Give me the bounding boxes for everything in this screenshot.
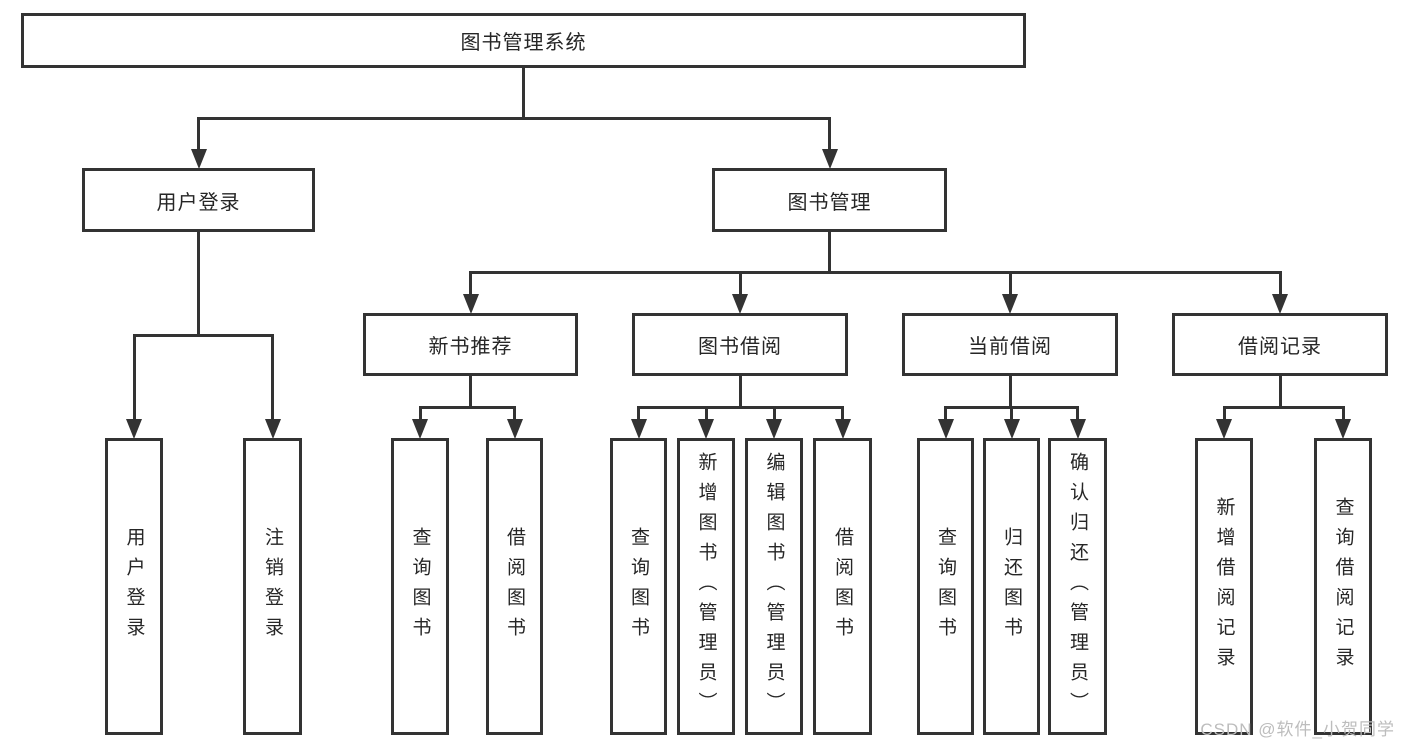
diagram-node-label: 查询图书 — [628, 526, 649, 647]
arrowhead-icon — [1002, 294, 1018, 314]
connector-segment — [772, 407, 776, 424]
connector-segment — [197, 116, 831, 120]
diagram-node-leaf-logout: 注销登录 — [243, 438, 302, 735]
connector-segment — [469, 270, 1282, 274]
connector-segment — [1008, 272, 1012, 299]
connector-segment — [513, 407, 516, 424]
diagram-node-label: 查询借阅记录 — [1332, 496, 1354, 677]
diagram-node-label: 编辑图书（管理员） — [763, 451, 785, 722]
diagram-node-label: 当前借阅 — [968, 336, 1052, 358]
arrowhead-icon — [834, 419, 851, 439]
connector-segment — [1278, 376, 1282, 409]
diagram-node-bb-query: 查询图书 — [610, 438, 667, 735]
diagram-node-label: 借阅记录 — [1238, 336, 1322, 358]
diagram-node-root: 图书管理系统 — [21, 13, 1026, 68]
arrowhead-icon — [821, 149, 838, 169]
diagram-node-label: 图书管理系统 — [460, 32, 587, 54]
connector-segment — [704, 407, 708, 424]
connector-segment — [271, 335, 274, 424]
connector-segment — [944, 407, 947, 424]
arrowhead-icon — [126, 419, 142, 439]
diagram-node-book-borrow: 图书借阅 — [632, 313, 848, 376]
diagram-node-label: 确认归还（管理员） — [1067, 451, 1088, 722]
connector-segment — [828, 232, 831, 274]
arrowhead-icon — [1069, 419, 1086, 439]
arrowhead-icon — [1272, 294, 1288, 314]
connector-segment — [841, 407, 844, 424]
diagram-node-label: 用户登录 — [123, 526, 145, 647]
diagram-node-bb-add: 新增图书（管理员） — [677, 438, 735, 735]
arrowhead-icon — [1335, 419, 1351, 439]
arrowhead-icon — [190, 149, 207, 169]
connector-segment — [132, 333, 274, 337]
diagram-node-cb-return: 归还图书 — [983, 438, 1040, 735]
diagram-node-bb-edit: 编辑图书（管理员） — [745, 438, 803, 735]
connector-segment — [1008, 376, 1012, 409]
watermark: CSDN @软件_小贺同学 — [1200, 720, 1395, 739]
connector-segment — [828, 118, 831, 154]
diagram-node-label: 借阅图书 — [504, 526, 525, 647]
arrowhead-icon — [412, 419, 428, 439]
diagram-node-label: 查询图书 — [409, 526, 431, 647]
connector-segment — [1222, 407, 1226, 424]
arrowhead-icon — [264, 419, 281, 439]
arrowhead-icon — [506, 419, 523, 439]
connector-segment — [1341, 407, 1345, 424]
diagram-node-user-login: 用户登录 — [82, 168, 315, 232]
connector-segment — [637, 405, 844, 409]
diagram-node-label: 归还图书 — [1001, 526, 1022, 647]
arrowhead-icon — [1003, 419, 1020, 439]
connector-segment — [738, 376, 742, 409]
diagram-node-br-query: 查询借阅记录 — [1314, 438, 1372, 735]
connector-segment — [637, 407, 640, 424]
diagram-node-nb-query: 查询图书 — [391, 438, 449, 735]
diagram-node-nb-borrow: 借阅图书 — [486, 438, 543, 735]
arrowhead-icon — [1216, 419, 1232, 439]
diagram-node-new-book-rec: 新书推荐 — [363, 313, 578, 376]
connector-segment — [469, 272, 472, 299]
diagram-node-bb-borrow: 借阅图书 — [813, 438, 872, 735]
connector-segment — [1222, 405, 1345, 409]
connector-segment — [132, 335, 136, 424]
diagram-node-cb-confirm: 确认归还（管理员） — [1048, 438, 1107, 735]
connector-segment — [522, 68, 525, 120]
diagram-node-label: 用户登录 — [156, 191, 241, 214]
diagram-node-borrow-records: 借阅记录 — [1172, 313, 1388, 376]
arrowhead-icon — [766, 419, 782, 439]
diagram-node-label: 注销登录 — [262, 526, 283, 647]
connector-segment — [1278, 272, 1282, 299]
connector-segment — [1010, 407, 1013, 424]
diagram-node-label: 查询图书 — [935, 526, 956, 647]
connector-segment — [197, 118, 200, 154]
diagram-node-label: 借阅图书 — [832, 526, 853, 647]
diagram-node-label: 新书推荐 — [428, 336, 513, 358]
connector-segment — [1076, 407, 1079, 424]
diagram-node-br-add: 新增借阅记录 — [1195, 438, 1253, 735]
diagram-node-label: 图书借阅 — [698, 336, 782, 358]
arrowhead-icon — [698, 419, 714, 439]
diagram-node-label: 图书管理 — [787, 191, 872, 214]
arrowhead-icon — [937, 419, 954, 439]
connector-segment — [418, 407, 422, 424]
diagram-node-current-borrow: 当前借阅 — [902, 313, 1118, 376]
connector-segment — [418, 405, 516, 409]
connector-segment — [738, 272, 742, 299]
connector-segment — [197, 232, 200, 337]
diagram-node-cb-query: 查询图书 — [917, 438, 974, 735]
arrowhead-icon — [630, 419, 647, 439]
connector-segment — [469, 376, 472, 409]
arrowhead-icon — [732, 294, 748, 314]
diagram-node-label: 新增借阅记录 — [1213, 496, 1235, 677]
diagram-node-label: 新增图书（管理员） — [695, 451, 717, 722]
diagram-node-leaf-user-login: 用户登录 — [105, 438, 163, 735]
diagram-node-book-mgmt: 图书管理 — [712, 168, 947, 232]
arrowhead-icon — [462, 294, 479, 314]
